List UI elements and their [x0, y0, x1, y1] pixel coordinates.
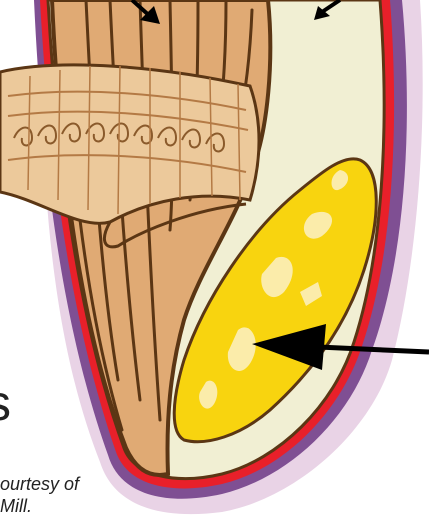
credit-line-2: Mill.: [0, 496, 32, 517]
credit-line-1: ourtesy of: [0, 474, 79, 495]
partial-letter: s: [0, 378, 11, 428]
